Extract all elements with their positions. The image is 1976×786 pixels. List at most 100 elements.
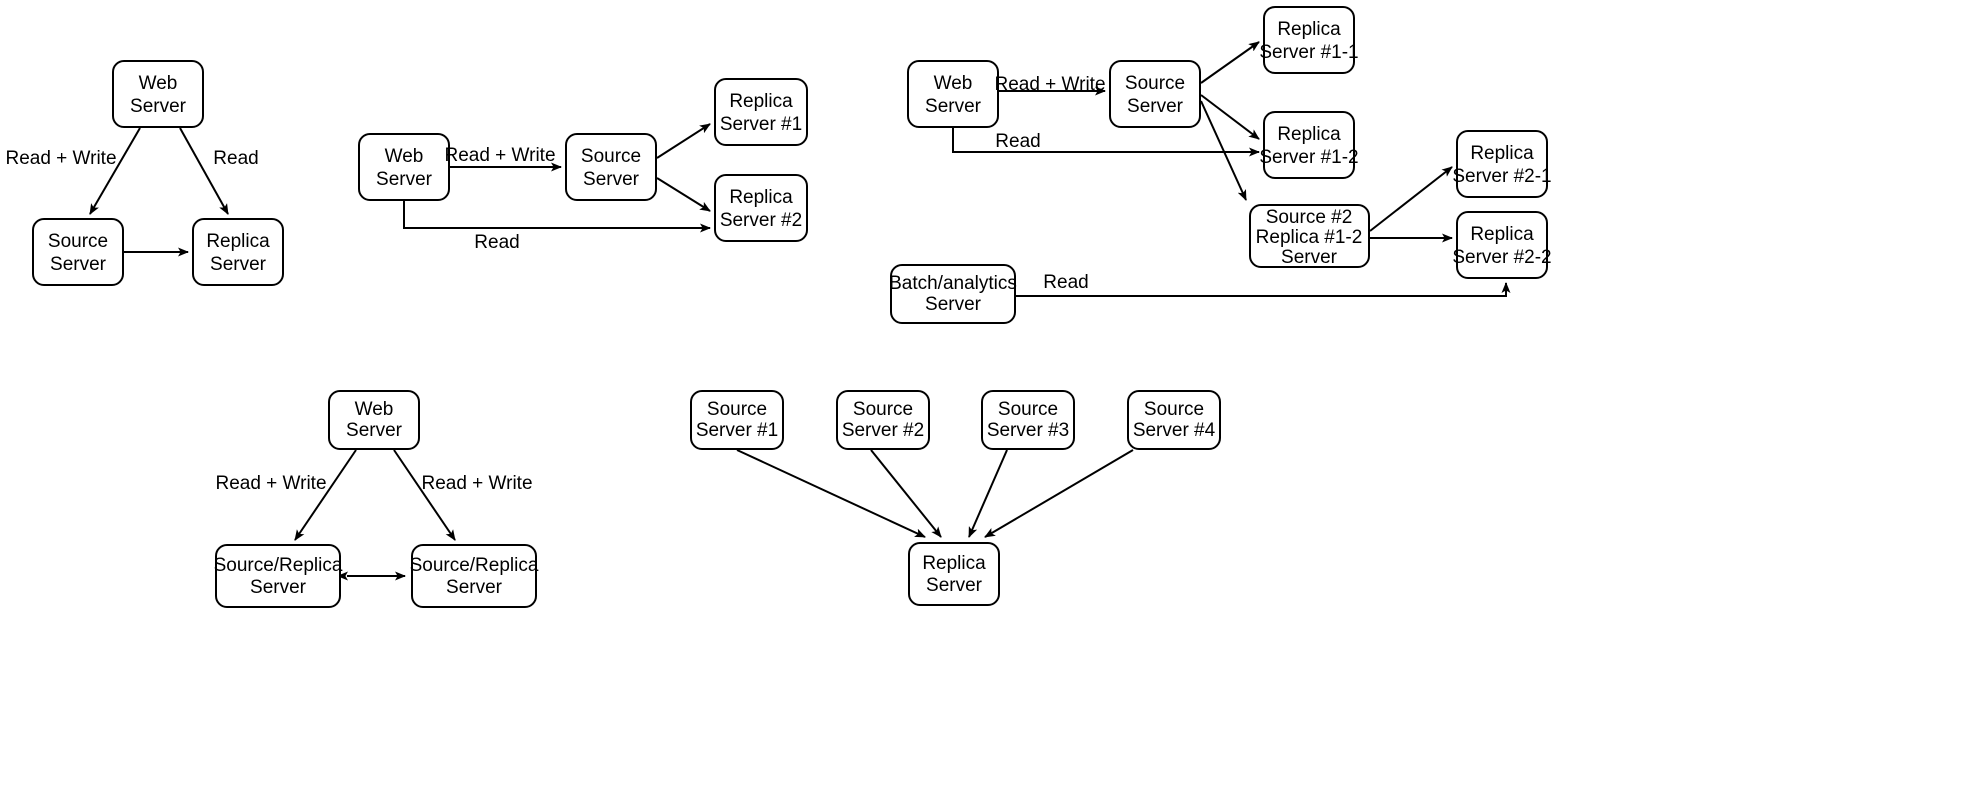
- node-source-server-1[interactable]: Source Server #1: [690, 390, 784, 450]
- edge-source4-to-replica: [984, 449, 1134, 538]
- node-box[interactable]: [981, 390, 1075, 450]
- node-box[interactable]: [1456, 130, 1548, 198]
- node-label-line-2: Server #3: [987, 420, 1069, 441]
- node-box[interactable]: [411, 544, 537, 608]
- edge-label-read-batch: Read: [1043, 272, 1088, 293]
- edge-web-to-source: [89, 127, 141, 215]
- node-box[interactable]: [215, 544, 341, 608]
- node-web-server[interactable]: Web Server: [328, 390, 420, 450]
- node-label-line-2: Server: [346, 420, 403, 441]
- edge-web-read-to-replica2: [403, 201, 711, 233]
- node-replica-server-2[interactable]: Replica Server #2: [714, 174, 808, 242]
- node-box[interactable]: [1456, 211, 1548, 279]
- edge-label-read-write: Read + Write: [5, 148, 116, 169]
- node-replica-server-2-2[interactable]: Replica Server #2-2: [1452, 211, 1552, 279]
- node-label-line-2: Server #2-2: [1452, 247, 1551, 268]
- node-label-line-2: Server #2: [720, 210, 802, 231]
- node-label-line-1: Source: [1144, 399, 1204, 420]
- node-replica-server-1[interactable]: Replica Server #1: [714, 78, 808, 146]
- edge-source2-to-replica-2-1: [1369, 166, 1453, 232]
- node-box[interactable]: [907, 60, 999, 128]
- node-box[interactable]: [890, 264, 1016, 324]
- node-box[interactable]: [714, 78, 808, 146]
- node-label-line-1: Web: [385, 146, 424, 167]
- node-batch-analytics-server[interactable]: Batch/analytics Server: [889, 264, 1017, 324]
- node-source-server[interactable]: Source Server: [1109, 60, 1201, 128]
- node-label-line-3: Server: [1281, 247, 1338, 268]
- node-box[interactable]: [565, 133, 657, 201]
- node-label-line-2: Server #1-2: [1259, 147, 1358, 168]
- node-label-line-1: Source: [1125, 73, 1185, 94]
- node-replica-server-2-1[interactable]: Replica Server #2-1: [1452, 130, 1552, 198]
- node-source-replica-server-2[interactable]: Source/Replica Server: [410, 544, 539, 608]
- node-replica-server[interactable]: Replica Server: [908, 542, 1000, 606]
- node-box[interactable]: [1109, 60, 1201, 128]
- node-box[interactable]: [1263, 111, 1355, 179]
- node-label-line-1: Source/Replica: [214, 555, 343, 576]
- edge-web-to-source-replica-2: [393, 449, 456, 541]
- node-label-line-2: Server #1: [720, 114, 802, 135]
- node-label-line-1: Replica: [729, 187, 793, 208]
- node-source-server-4[interactable]: Source Server #4: [1127, 390, 1221, 450]
- edge-web-to-source-replica-1: [294, 449, 357, 541]
- node-web-server[interactable]: Web Server: [358, 133, 450, 201]
- node-replica-server[interactable]: Replica Server: [192, 218, 284, 286]
- node-web-server[interactable]: Web Server: [907, 60, 999, 128]
- node-replica-server-1-2[interactable]: Replica Server #1-2: [1259, 111, 1359, 179]
- node-label-line-1: Replica: [1470, 224, 1534, 245]
- node-label-line-2: Server: [250, 577, 307, 598]
- node-source-server[interactable]: Source Server: [565, 133, 657, 201]
- edge-batch-read-to-replica-2-2: [1016, 282, 1511, 297]
- node-box[interactable]: [112, 60, 204, 128]
- node-source-server[interactable]: Source Server: [32, 218, 124, 286]
- node-box[interactable]: [836, 390, 930, 450]
- node-source-server-2[interactable]: Source Server #2: [836, 390, 930, 450]
- edge-source-to-replica-1-1: [1200, 41, 1260, 84]
- node-box[interactable]: [1249, 204, 1370, 268]
- node-box[interactable]: [358, 133, 450, 201]
- edge-source-to-replica2: [656, 177, 711, 212]
- node-source2-replica-1-2-server[interactable]: Source #2 Replica #1-2 Server: [1249, 204, 1370, 268]
- node-label-line-1: Source: [581, 146, 641, 167]
- node-box[interactable]: [908, 542, 1000, 606]
- node-box[interactable]: [690, 390, 784, 450]
- node-label-line-2: Server #2: [842, 420, 924, 441]
- node-replica-server-1-1[interactable]: Replica Server #1-1: [1259, 6, 1359, 74]
- node-label-line-2: Server: [1127, 96, 1184, 117]
- node-box[interactable]: [192, 218, 284, 286]
- node-source-server-3[interactable]: Source Server #3: [981, 390, 1075, 450]
- diagram-multi-tier-replication: Web Server Source Server Replica Server …: [889, 6, 1552, 324]
- node-label-line-1: Web: [934, 73, 973, 94]
- edge-label-read-web: Read: [995, 131, 1040, 152]
- node-label-line-2: Server #4: [1133, 420, 1216, 441]
- diagram-multi-source-replication: Source Server #1 Source Server #2 Source…: [690, 390, 1221, 606]
- diagram-dual-source-replica: Web Server Source/Replica Server Source/…: [214, 390, 539, 608]
- node-label-line-1: Batch/analytics: [889, 273, 1017, 294]
- node-label-line-1: Replica: [1277, 124, 1341, 145]
- node-label-line-2: Server #1-1: [1259, 42, 1358, 63]
- node-label-line-2: Server: [210, 254, 267, 275]
- node-label-line-2: Server: [926, 575, 983, 596]
- node-label-line-1: Web: [139, 73, 178, 94]
- edge-label-read: Read: [213, 148, 258, 169]
- node-box[interactable]: [714, 174, 808, 242]
- node-label-line-1: Replica: [729, 91, 793, 112]
- edge-source-to-replica-1-2: [1200, 94, 1260, 140]
- edge-label-read-write-right: Read + Write: [421, 473, 532, 494]
- edge-web-read-to-replica-1-2: [952, 128, 1260, 157]
- node-label-line-1: Source: [853, 399, 913, 420]
- node-box[interactable]: [1263, 6, 1355, 74]
- node-source-replica-server-1[interactable]: Source/Replica Server: [214, 544, 343, 608]
- node-label-line-1: Replica: [206, 231, 270, 252]
- node-box[interactable]: [32, 218, 124, 286]
- diagram-basic-source-replica: Web Server Source Server Replica Server …: [5, 60, 284, 286]
- node-label-line-2: Server: [925, 96, 982, 117]
- edge-source2-to-replica: [870, 449, 942, 538]
- node-box[interactable]: [328, 390, 420, 450]
- node-label-line-2: Server: [50, 254, 107, 275]
- node-box[interactable]: [1127, 390, 1221, 450]
- node-label-line-1: Web: [355, 399, 394, 420]
- node-web-server[interactable]: Web Server: [112, 60, 204, 128]
- node-label-line-2: Server: [376, 169, 433, 190]
